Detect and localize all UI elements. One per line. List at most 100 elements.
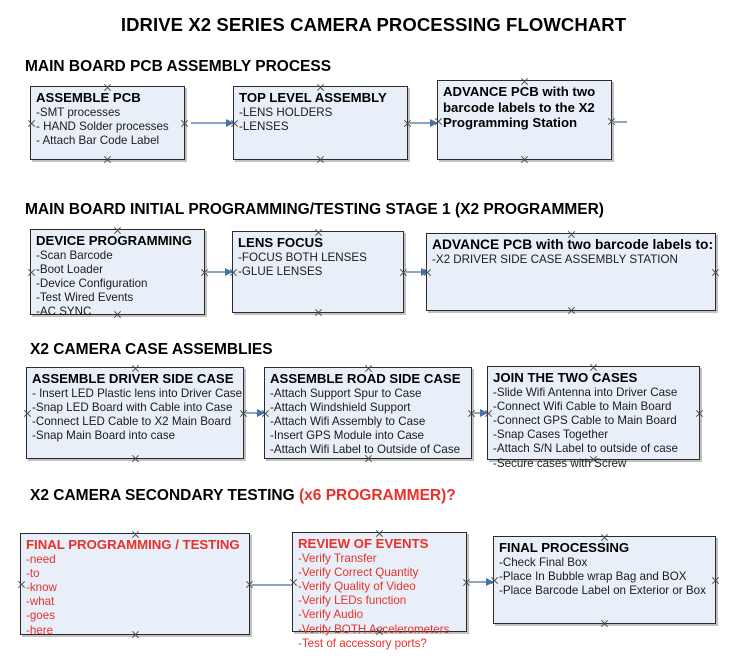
box-assemble-driver-side-case[interactable]: ASSEMBLE DRIVER SIDE CASE - Insert LED P… bbox=[26, 367, 244, 459]
box-line: -Place In Bubble wrap Bag and BOX bbox=[499, 569, 687, 583]
box-line: -Verify BOTH Accelerometers bbox=[298, 622, 450, 636]
box-line: -Check Final Box bbox=[499, 555, 588, 569]
box-line-overflow: -Test of accessory ports? bbox=[298, 636, 427, 650]
box-join-the-two-cases[interactable]: JOIN THE TWO CASES -Slide Wifi Antenna i… bbox=[487, 366, 700, 470]
section-heading-text: X2 CAMERA SECONDARY TESTING bbox=[30, 487, 299, 504]
box-line: -LENS HOLDERS bbox=[239, 105, 333, 119]
connection-handle-left[interactable] bbox=[23, 409, 32, 418]
connection-handle-right[interactable] bbox=[711, 576, 720, 585]
box-line: -goes bbox=[26, 609, 56, 623]
box-header: ASSEMBLE DRIVER SIDE CASE bbox=[32, 371, 234, 386]
box-assemble-pcb[interactable]: ASSEMBLE PCB -SMT processes - HAND Solde… bbox=[30, 86, 185, 160]
connection-handle-left[interactable] bbox=[27, 119, 36, 128]
box-line: -Snap Main Board into case bbox=[32, 429, 176, 443]
box-line: -know bbox=[26, 580, 57, 594]
box-line: -need bbox=[26, 552, 56, 566]
box-line: -Insert GPS Module into Case bbox=[270, 429, 425, 443]
box-advance-pcb-driver-side-case[interactable]: ADVANCE PCB with two barcode labels to: … bbox=[426, 233, 716, 311]
box-line: -Secure cases with Screw bbox=[493, 456, 627, 470]
box-line: -Attach Windshield Support bbox=[270, 400, 411, 414]
connection-handle-left[interactable] bbox=[27, 268, 36, 277]
box-header: DEVICE PROGRAMMING bbox=[36, 233, 193, 248]
box-advance-pcb-programming-station[interactable]: ADVANCE PCB with two barcode labels to t… bbox=[437, 80, 612, 160]
box-header: LENS FOCUS bbox=[238, 235, 323, 250]
connector-stub-row1-right bbox=[612, 121, 627, 123]
page-title: IDRIVE X2 SERIES CAMERA PROCESSING FLOWC… bbox=[120, 14, 627, 35]
box-line: -Snap Cases Together bbox=[493, 428, 609, 442]
box-top-level-assembly[interactable]: TOP LEVEL ASSEMBLY -LENS HOLDERS -LENSES bbox=[233, 86, 408, 160]
connection-handle-bottom[interactable] bbox=[131, 454, 140, 463]
box-line: -SMT processes bbox=[36, 105, 121, 119]
box-header: JOIN THE TWO CASES bbox=[493, 370, 638, 385]
connection-handle-bottom[interactable] bbox=[316, 155, 325, 164]
box-assemble-road-side-case[interactable]: ASSEMBLE ROAD SIDE CASE -Attach Support … bbox=[264, 367, 472, 459]
connection-handle-right[interactable] bbox=[180, 119, 189, 128]
box-header: ASSEMBLE PCB bbox=[36, 90, 141, 105]
box-line: -Attach Support Spur to Case bbox=[270, 386, 422, 400]
section-heading-accent: (x6 PROGRAMMER)? bbox=[299, 487, 456, 504]
box-line: -Attach Wifi Assembly to Case bbox=[270, 414, 426, 428]
box-line: -Verify LEDs function bbox=[298, 594, 407, 608]
connector-final-prog-to-review bbox=[252, 584, 290, 586]
box-line: -Attach S/N Label to outside of case bbox=[493, 442, 678, 456]
arrow-top-level-to-advance-pcb bbox=[410, 118, 438, 127]
arrow-driver-case-to-road-case bbox=[246, 408, 265, 417]
box-line: -AC SYNC bbox=[36, 305, 92, 319]
box-line: -Verify Transfer bbox=[298, 551, 377, 565]
box-line: -Scan Barcode bbox=[36, 248, 113, 262]
connection-handle-right[interactable] bbox=[695, 409, 704, 418]
connection-handle-bottom[interactable] bbox=[103, 155, 112, 164]
connection-handle-right[interactable] bbox=[711, 268, 720, 277]
section-heading-text: X2 CAMERA CASE ASSEMBLIES bbox=[30, 341, 273, 358]
box-line: -to bbox=[26, 566, 40, 580]
box-line: -Connect GPS Cable to Main Board bbox=[493, 413, 677, 427]
connection-handle-bottom[interactable] bbox=[520, 155, 529, 164]
box-header: FINAL PROCESSING bbox=[499, 540, 630, 555]
section-heading-x2-camera-case-assemblies: X2 CAMERA CASE ASSEMBLIES bbox=[30, 341, 273, 359]
box-line: -X2 DRIVER SIDE CASE ASSEMBLY STATION bbox=[432, 252, 678, 266]
section-heading-text: MAIN BOARD PCB ASSEMBLY PROCESS bbox=[25, 58, 332, 75]
box-line: - Attach Bar Code Label bbox=[36, 133, 160, 147]
box-header: TOP LEVEL ASSEMBLY bbox=[239, 90, 387, 105]
box-line: -Slide Wifi Antenna into Driver Case bbox=[493, 385, 678, 399]
box-line: -Connect LED Cable to X2 Main Board bbox=[32, 414, 232, 428]
box-line: -what bbox=[26, 595, 55, 609]
box-line: -Place Barcode Label on Exterior or Box bbox=[499, 583, 706, 597]
box-header: ASSEMBLE ROAD SIDE CASE bbox=[270, 371, 461, 386]
box-line: -Verify Correct Quantity bbox=[298, 565, 419, 579]
arrow-review-to-final-processing bbox=[469, 577, 494, 586]
box-line: -GLUE LENSES bbox=[238, 264, 323, 278]
box-line: -Device Configuration bbox=[36, 276, 148, 290]
box-line: -FOCUS BOTH LENSES bbox=[238, 250, 367, 264]
arrow-lens-focus-to-advance-pcb bbox=[406, 267, 429, 276]
box-header: ADVANCE PCB with two barcode labels to: bbox=[432, 237, 714, 252]
box-header: FINAL PROGRAMMING / TESTING bbox=[26, 537, 240, 552]
connection-handle-bottom[interactable] bbox=[567, 306, 576, 315]
box-line: -here bbox=[26, 623, 54, 637]
box-final-programming-testing[interactable]: FINAL PROGRAMMING / TESTING -need -to -k… bbox=[17, 533, 250, 637]
arrow-assemble-pcb-to-top-level bbox=[191, 118, 234, 127]
box-header: REVIEW OF EVENTS bbox=[298, 536, 429, 551]
box-line: -Attach Wifi Label to Outside of Case bbox=[270, 443, 461, 457]
box-line: -LENSES bbox=[239, 119, 289, 133]
box-header: ADVANCE PCB with two barcode labels to t… bbox=[443, 84, 596, 130]
connection-handle-bottom[interactable] bbox=[600, 619, 609, 628]
box-line: -Connect Wifi Cable to Main Board bbox=[493, 399, 672, 413]
box-line: - Insert LED Plastic lens into Driver Ca… bbox=[32, 386, 243, 400]
box-device-programming[interactable]: DEVICE PROGRAMMING -Scan Barcode -Boot L… bbox=[27, 229, 205, 318]
connection-handle-left[interactable] bbox=[17, 580, 26, 589]
box-line: -Boot Loader bbox=[36, 262, 104, 276]
section-heading-main-board-pcb-assembly: MAIN BOARD PCB ASSEMBLY PROCESS bbox=[25, 58, 331, 76]
connection-handle-bottom[interactable] bbox=[314, 308, 323, 317]
box-line: - HAND Solder processes bbox=[36, 119, 169, 133]
box-lens-focus[interactable]: LENS FOCUS -FOCUS BOTH LENSES -GLUE LENS… bbox=[232, 231, 404, 313]
box-line: -Verify Audio bbox=[298, 608, 364, 622]
box-review-of-events[interactable]: REVIEW OF EVENTS -Verify Transfer -Verif… bbox=[292, 532, 467, 650]
box-line: -Snap LED Board with Cable into Case bbox=[32, 400, 233, 414]
section-heading-main-board-initial-programming: MAIN BOARD INITIAL PROGRAMMING/TESTING S… bbox=[25, 201, 604, 219]
section-heading-x2-camera-secondary-testing: X2 CAMERA SECONDARY TESTING (x6 PROGRAMM… bbox=[30, 487, 456, 505]
box-final-processing[interactable]: FINAL PROCESSING -Check Final Box -Place… bbox=[493, 536, 716, 624]
arrow-road-case-to-join-cases bbox=[474, 408, 488, 417]
section-heading-text: MAIN BOARD INITIAL PROGRAMMING/TESTING S… bbox=[25, 201, 604, 218]
box-line: -Test Wired Events bbox=[36, 291, 134, 305]
